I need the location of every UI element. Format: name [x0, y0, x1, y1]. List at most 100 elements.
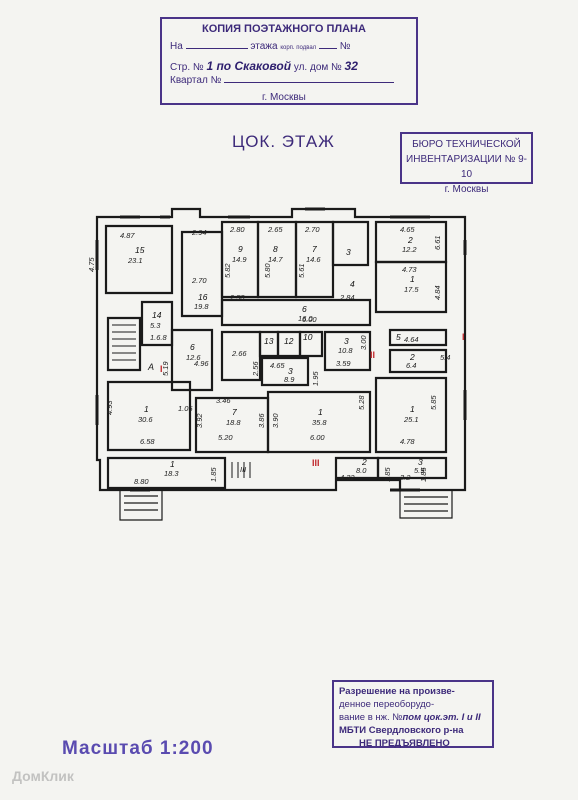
dimension-label: 3.59	[336, 359, 351, 368]
dimension-label: 6.00	[310, 433, 325, 442]
copy-of-floor-plan-stamp: КОПИЯ ПОЭТАЖНОГО ПЛАНА На этажа корп. по…	[160, 17, 418, 105]
room-number: 3	[344, 336, 349, 346]
room-area: 19.8	[194, 302, 209, 311]
room-number: 5	[396, 332, 401, 342]
stamp-line1-mid: этажа	[250, 41, 278, 52]
dimension-label: 3.92	[195, 413, 204, 428]
bti-line-2: ИНВЕНТАРИЗАЦИИ № 9-10	[406, 154, 527, 180]
dimension-label: 4.93	[105, 400, 114, 415]
dimension-label: 5.20	[218, 433, 233, 442]
room-number: 3	[288, 366, 293, 376]
dimension-label: 2.56	[251, 361, 260, 377]
permit-line-3: вание в нж. №пом цок.эт. I и II	[339, 711, 487, 724]
stamp-street-handwritten: 1 по Скаковой	[206, 59, 292, 73]
dimension-label: 4.84	[433, 285, 442, 300]
room-number: 1	[144, 404, 149, 414]
room-number: 3	[346, 247, 351, 257]
room-area: 5.9	[414, 466, 425, 475]
bti-line-3: г. Москвы	[444, 184, 489, 195]
stamp-line-2: Стр. № 1 по Скаковой ул. дом № 32	[170, 59, 358, 73]
dimension-label: 4.75	[87, 257, 96, 272]
bti-stamp: БЮРО ТЕХНИЧЕСКОЙ ИНВЕНТАРИЗАЦИИ № 9-10 г…	[400, 132, 533, 195]
dimension-label: 3.90	[271, 413, 280, 428]
entry-steps	[119, 490, 453, 521]
axis-mark-II: II	[370, 350, 375, 360]
room-number: 12	[284, 336, 294, 346]
room-area: 17.5	[404, 285, 419, 294]
room-number: 14	[152, 310, 162, 320]
room-number: 7	[232, 407, 237, 417]
room-area: 12.6	[186, 353, 201, 362]
permit-line-4: МБТИ Свердловского р-на	[339, 725, 464, 736]
room-number: 6	[302, 304, 307, 314]
stair-hatch	[112, 324, 251, 478]
axis-mark-III: III	[312, 458, 320, 468]
dimension-label: 2.58	[229, 293, 245, 302]
dimension-label: 1.85	[419, 467, 428, 482]
dimension-label: 2.84	[339, 293, 355, 302]
room-number: 8	[273, 244, 278, 254]
permit-line-5: НЕ ПРЕДЪЯВЛЕНО	[359, 738, 450, 749]
room-number: 7	[312, 244, 317, 254]
dimension-label: 6.00	[302, 315, 317, 324]
dimension-label: 5.80	[263, 263, 272, 278]
room-area: 18.3	[164, 469, 179, 478]
dimension-labels: 4.87 4.75 2.94 2.80 2.65 2.70 4.65 6.61 …	[87, 225, 450, 486]
dimension-label: 2.94	[191, 228, 207, 237]
permit-line-2: денное переоборудо-	[339, 699, 435, 710]
dimension-label: 5.4	[440, 353, 450, 362]
room-number: 1	[410, 404, 415, 414]
stamp-title: КОПИЯ ПОЭТАЖНОГО ПЛАНА	[202, 23, 366, 35]
dimension-label: 5.82	[223, 263, 232, 278]
room-area: 6.4	[406, 361, 416, 370]
scale-label: Масштаб 1:200	[62, 738, 214, 759]
dimension-label: 4.32	[340, 473, 355, 482]
dimension-label: 3.00	[359, 335, 368, 350]
room-number: 1	[410, 274, 415, 284]
room-number: 16	[198, 292, 208, 302]
dimension-label: 5.19	[161, 361, 170, 376]
room-number: 1	[318, 407, 323, 417]
room-area: 10.8	[338, 346, 353, 355]
axis-mark-I-right: I	[462, 332, 465, 342]
room-number: 2	[409, 352, 415, 362]
dimension-label: 1.95	[311, 371, 320, 386]
dimension-label: 4.73	[402, 265, 417, 274]
dimension-label: 2.70	[304, 225, 320, 234]
stamp-line1-small: корп. подвал	[280, 45, 317, 51]
room-area: 25.1	[403, 415, 419, 424]
room-number: 6	[190, 342, 195, 352]
dimension-label: 5.28	[357, 395, 366, 410]
stamp-city: г. Москвы	[262, 92, 306, 103]
dimension-label: 1.85	[209, 467, 218, 482]
dimension-label: 8.80	[134, 477, 149, 486]
room-area: 12.2	[402, 245, 417, 254]
stamp-house-handwritten: 32	[344, 59, 358, 73]
dimension-label: 3.86	[257, 413, 266, 428]
dimension-label: 1.05	[178, 404, 193, 413]
room-number: 1	[170, 459, 175, 469]
axis-mark-I: I	[160, 364, 163, 374]
dimension-label: 6.61	[433, 235, 442, 250]
permit-line3-prefix: вание в нж. №	[339, 712, 403, 723]
room-area: 14.9	[232, 255, 247, 264]
dimension-label: 3.2	[400, 473, 411, 482]
watermark: ДомКлик	[12, 768, 74, 784]
room-number: 2	[361, 457, 367, 467]
dimension-label: 4.96	[194, 359, 209, 368]
room-area: 8.0	[356, 466, 367, 475]
dimension-label: 4.65	[400, 225, 415, 234]
axis-marks: A I II III I III	[147, 332, 465, 474]
permit-stamp: Разрешение на произве- денное переоборуд…	[332, 680, 494, 749]
room-area: 14.6	[306, 255, 321, 264]
dimension-label: 3.46	[216, 396, 231, 405]
permit-line3-handwritten: пом цок.эт. I и II	[402, 712, 481, 723]
dimension-label: 2.70	[191, 276, 207, 285]
floor-title: ЦОК. ЭТАЖ	[232, 132, 335, 151]
room-labels: 15 23.1 9 14.9 8 14.7 7 14.6 3 2 12.2 1 …	[127, 235, 425, 478]
stamp-line1-prefix: На	[170, 41, 183, 52]
dimension-label: 2.66	[231, 349, 247, 358]
room-area: 18.8	[226, 418, 241, 427]
